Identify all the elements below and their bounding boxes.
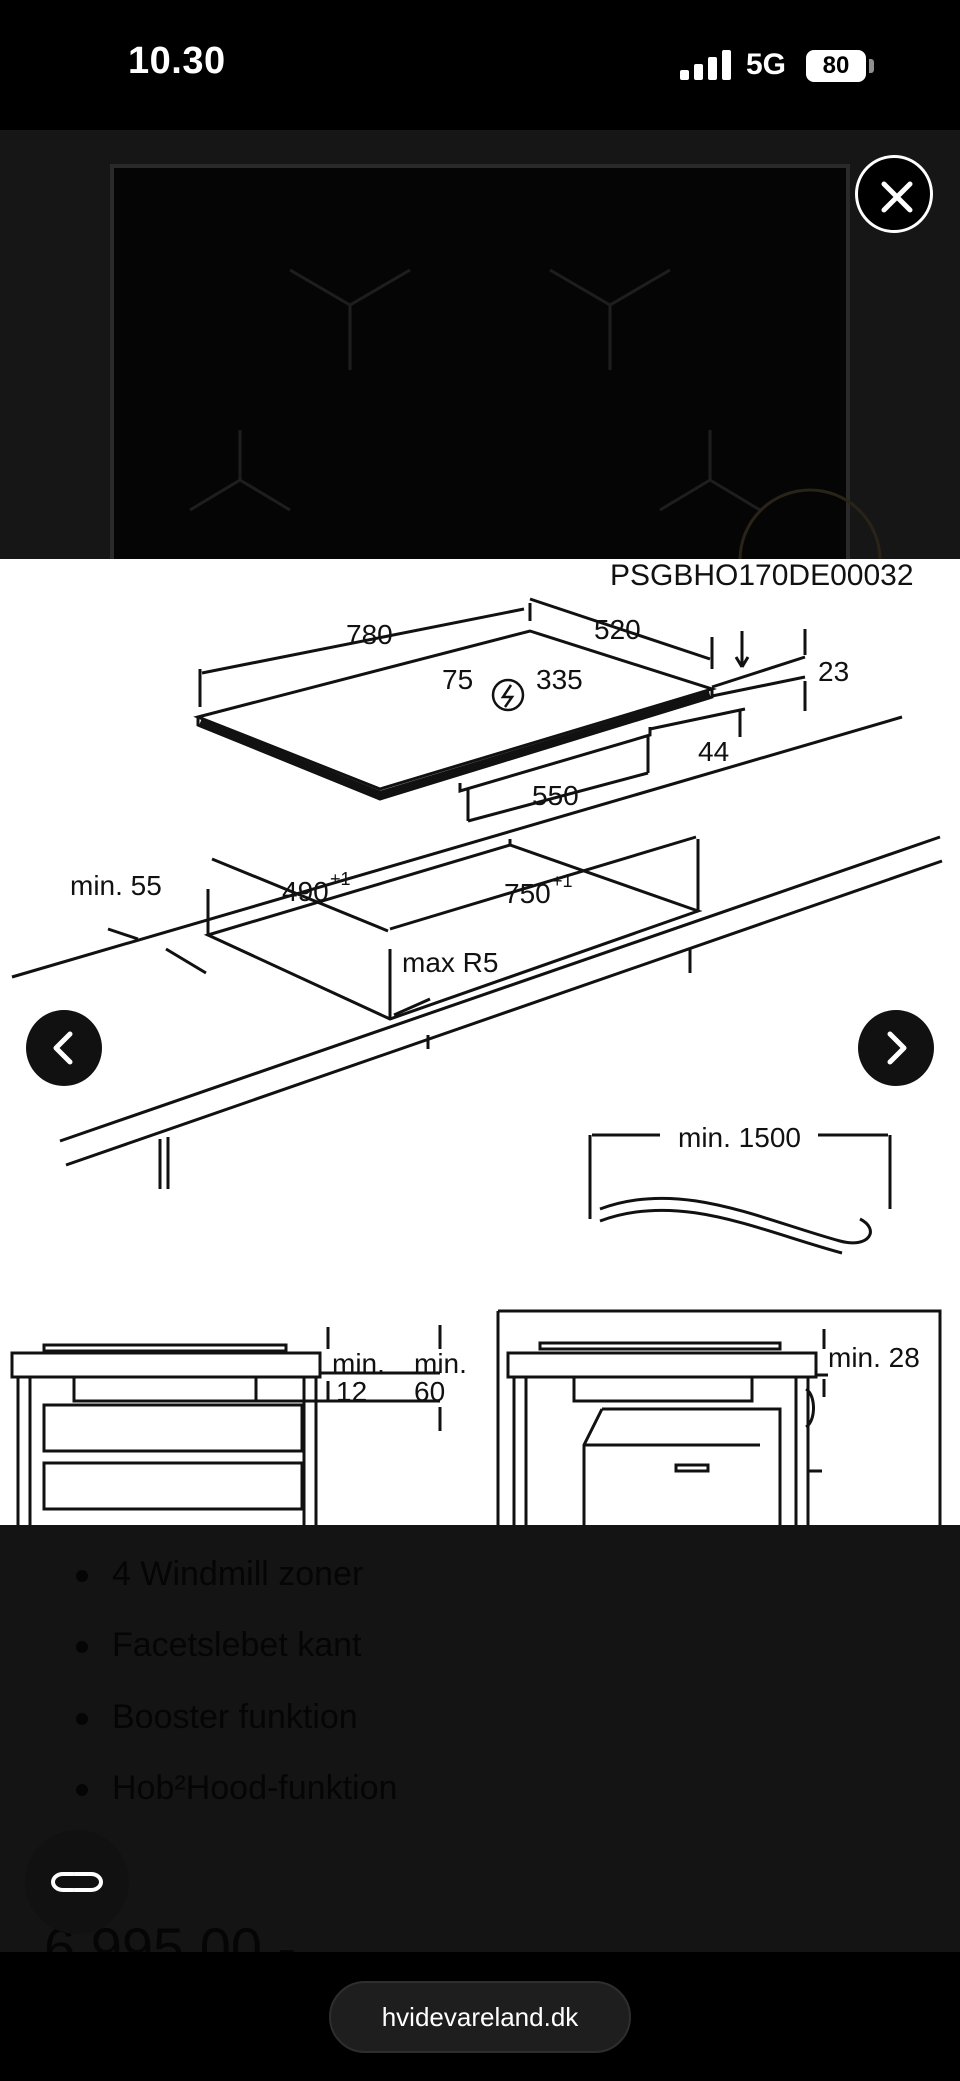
close-button[interactable] bbox=[855, 155, 933, 233]
dim-body-height: 44 bbox=[698, 736, 729, 767]
model-code: PSGBHO170DE00032 bbox=[610, 559, 914, 592]
dim-clear-12: 12 bbox=[336, 1376, 367, 1407]
dim-min-a: min. bbox=[332, 1348, 385, 1379]
dim-min-b: min. bbox=[414, 1348, 467, 1379]
dim-clear-28: min. 28 bbox=[828, 1342, 920, 1373]
dim-connection-right: 335 bbox=[536, 664, 583, 695]
dim-cutout-width-tol: +1 bbox=[552, 871, 573, 891]
status-time: 10.30 bbox=[128, 40, 226, 82]
close-icon bbox=[881, 181, 913, 213]
network-type: 5G bbox=[746, 48, 787, 81]
prev-image-button[interactable] bbox=[26, 1010, 102, 1086]
dim-body-width: 550 bbox=[532, 780, 579, 811]
next-image-button[interactable] bbox=[858, 1010, 934, 1086]
dim-cutout-depth: 490 bbox=[282, 876, 329, 907]
chevron-left-icon bbox=[53, 1031, 73, 1065]
chat-icon bbox=[50, 1872, 104, 1892]
dim-depth: 520 bbox=[594, 614, 641, 645]
dim-radius: max R5 bbox=[402, 947, 498, 978]
dim-clear-60: 60 bbox=[414, 1376, 445, 1407]
status-bar: 10.30 5G 80 bbox=[0, 0, 960, 130]
dim-cutout-width: 750 bbox=[504, 878, 551, 909]
url-bar[interactable]: hvidevareland.dk bbox=[329, 1981, 631, 2053]
chevron-right-icon bbox=[887, 1031, 907, 1065]
battery-cap bbox=[869, 59, 874, 73]
dim-thickness: 23 bbox=[818, 656, 849, 687]
dim-min-edge: min. 55 bbox=[70, 870, 162, 901]
dim-width: 780 bbox=[346, 619, 393, 650]
signal-icon bbox=[680, 50, 731, 80]
battery-level: 80 bbox=[806, 50, 866, 82]
feature-item: Hob²Hood-funktion bbox=[76, 1769, 397, 1808]
dim-cable: min. 1500 bbox=[678, 1122, 801, 1153]
installation-drawing: PSGBHO170DE00032 bbox=[0, 559, 960, 1525]
feature-item: 4 Windmill zoner bbox=[76, 1555, 363, 1594]
feature-item: Facetslebet kant bbox=[76, 1626, 361, 1665]
feature-item: Booster funktion bbox=[76, 1698, 358, 1737]
product-photo-dimmed bbox=[0, 130, 960, 560]
dim-connection-left: 75 bbox=[442, 664, 473, 695]
dim-cutout-depth-tol: +1 bbox=[330, 869, 351, 889]
chat-button[interactable] bbox=[25, 1830, 129, 1934]
